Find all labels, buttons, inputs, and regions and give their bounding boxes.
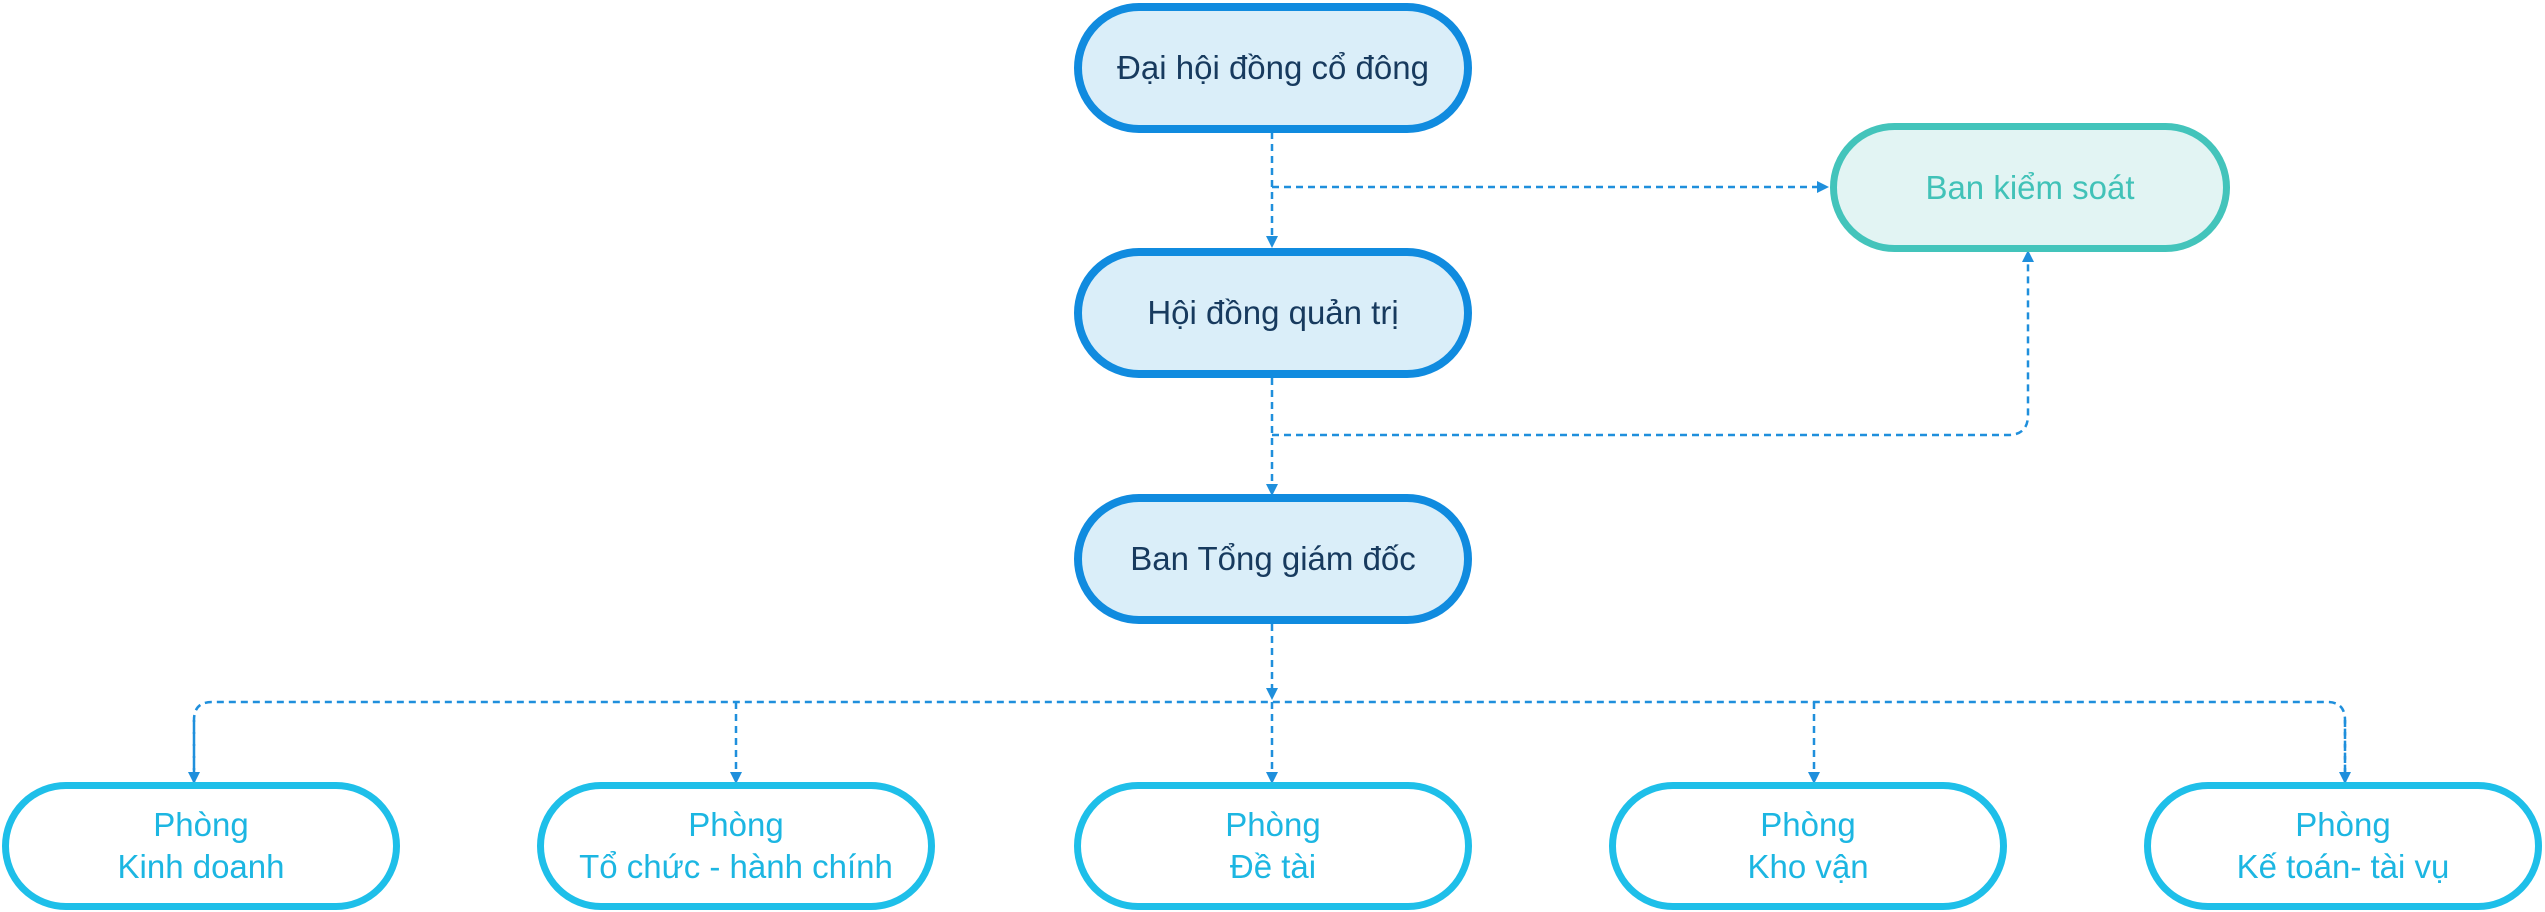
department-line2: Tổ chức - hành chính: [579, 848, 893, 885]
department-line1: Phòng: [2295, 806, 2391, 843]
executive-label: Ban Tổng giám đốc: [1130, 540, 1416, 577]
general-meeting-node: Đại hội đồng cổ đông: [1074, 3, 1472, 133]
department-line2: Kinh doanh: [117, 848, 285, 885]
department-bus-line: [192, 700, 2347, 782]
department-line2: Đề tài: [1229, 848, 1317, 885]
connector-board-to-supervisory: [1272, 250, 2034, 437]
department-line1: Phòng: [1225, 806, 1321, 843]
department-line1: Phòng: [153, 806, 249, 843]
board-node: Hội đồng quản trị: [1074, 248, 1472, 378]
supervisory-node: Ban kiểm soát: [1830, 123, 2230, 252]
executive-node: Ban Tổng giám đốc: [1074, 494, 1472, 624]
board-label: Hội đồng quản trị: [1147, 294, 1399, 331]
department-line1: Phòng: [1760, 806, 1856, 843]
department-line2: Kế toán- tài vụ: [2236, 848, 2450, 885]
department-line2: Kho vận: [1747, 848, 1869, 885]
supervisory-label: Ban kiểm soát: [1925, 168, 2135, 206]
department-line1: Phòng: [688, 806, 784, 843]
general-meeting-label: Đại hội đồng cổ đông: [1117, 49, 1429, 86]
department-node-4: Phòng Kho vận: [1609, 782, 2007, 910]
department-node-3: Phòng Đề tài: [1074, 782, 1472, 910]
department-node-1: Phòng Kinh doanh: [2, 782, 400, 910]
department-node-5: Phòng Kế toán- tài vụ: [2144, 782, 2542, 910]
department-node-2: Phòng Tổ chức - hành chính: [537, 782, 935, 910]
